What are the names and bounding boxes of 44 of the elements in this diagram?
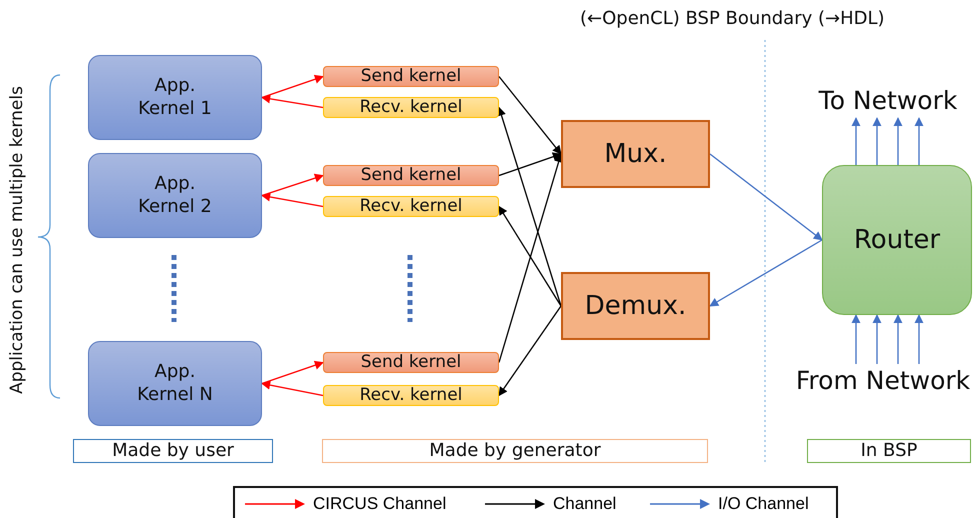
arrow [872,314,882,364]
arrow [914,117,924,165]
arrow [261,380,324,396]
kernel-box: App. Kernel N [88,341,262,426]
router-box: Router [822,165,972,315]
arrow [914,314,924,364]
recv-kernel-box: Recv. kernel [323,196,499,217]
send-kernel-box: Send kernel [323,66,499,87]
arrow [851,117,861,165]
network-label: From Network [792,364,973,398]
legend-label: Channel [553,494,616,514]
arrow [498,206,562,306]
process-box: Mux. [561,120,710,188]
legend-label: CIRCUS Channel [313,494,446,514]
side-note: Application can use multiple kernels [7,86,27,394]
arrow [262,174,324,196]
recv-kernel-box: Recv. kernel [323,97,499,118]
arrow [710,153,823,241]
kernel-box: App. Kernel 2 [88,153,262,238]
send-kernel-box: Send kernel [323,165,499,186]
arrow [261,94,324,108]
arrow [851,314,861,364]
boundary-label: (←OpenCL) BSP Boundary (→HDL) [580,8,885,29]
kernel-box: App. Kernel 1 [88,55,262,140]
process-box: Demux. [561,272,710,340]
arrow [498,306,562,396]
network-label: To Network [808,84,968,118]
arrow [893,314,903,364]
arrow [262,74,324,98]
arrow [497,106,562,306]
legend-label: I/O Channel [718,494,809,514]
arrow [709,239,822,307]
region-label: Made by user [73,439,273,463]
arrow [872,117,882,165]
arrow [893,117,903,165]
arrow [261,192,324,208]
arrow [498,76,562,155]
arrow [498,152,562,176]
arrow [262,360,324,384]
region-label: In BSP [807,439,971,463]
recv-kernel-box: Recv. kernel [323,385,499,406]
region-label: Made by generator [322,439,708,463]
arrow [498,153,564,363]
send-kernel-box: Send kernel [323,352,499,373]
